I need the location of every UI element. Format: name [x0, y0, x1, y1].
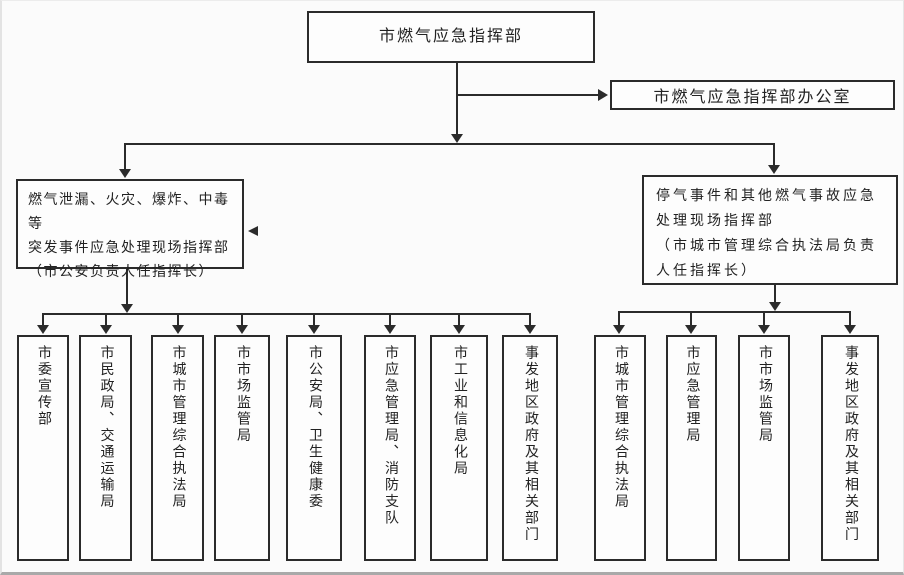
dept-label: 市公安局、卫生健康委	[307, 345, 322, 510]
dept-box-market-reg-left: 市市场监管局	[214, 335, 270, 561]
dept-label: 事发地区政府及其相关部门	[523, 345, 538, 543]
dept-box-local-gov-right: 事发地区政府及其相关部门	[821, 335, 879, 561]
connector-office-branch	[457, 89, 608, 101]
dept-box-publicity: 市委宣传部	[17, 335, 69, 561]
dept-label: 市城市管理综合执法局	[613, 345, 628, 510]
dept-box-emergency-right: 市应急管理局	[666, 335, 717, 561]
dept-box-urban-mgmt-right: 市城市管理综合执法局	[594, 335, 646, 561]
node-hq-office: 市燃气应急指挥部办公室	[610, 80, 895, 110]
dept-box-local-gov-left: 事发地区政府及其相关部门	[502, 335, 558, 561]
dept-label: 市民政局、交通运输局	[98, 345, 114, 510]
connector-right-bus	[613, 285, 856, 334]
node-outage-incident-command: 停气事件和其他燃气事故应急 处理现场指挥部 （市城市管理综合执法局负责 人任指挥…	[642, 175, 898, 285]
dept-box-police-health: 市公安局、卫生健康委	[286, 335, 342, 561]
dept-box-industry-info: 市工业和信息化局	[430, 335, 488, 561]
dept-label: 市市场监管局	[235, 345, 250, 444]
dept-label: 市应急管理局、消防支队	[383, 345, 398, 527]
dept-box-civil-transport: 市民政局、交通运输局	[79, 335, 132, 561]
connector-tier1-bus	[119, 143, 780, 178]
dept-label: 市委宣传部	[36, 345, 51, 428]
left-command-pointer-icon	[248, 226, 258, 236]
dept-label: 市市场监管局	[757, 345, 772, 444]
dept-label: 市城市管理综合执法局	[170, 345, 186, 510]
dept-label: 市应急管理局	[684, 345, 700, 444]
connector-root-stem	[451, 63, 463, 143]
dept-box-market-reg-right: 市市场监管局	[738, 335, 790, 561]
dept-box-emergency-fire: 市应急管理局、消防支队	[364, 335, 416, 561]
dept-box-urban-mgmt-left: 市城市管理综合执法局	[151, 335, 204, 561]
dept-label: 市工业和信息化局	[452, 345, 467, 477]
node-leak-incident-command: 燃气泄漏、火灾、爆炸、中毒等 突发事件应急处理现场指挥部 （市公安负责人任指挥长…	[16, 179, 244, 280]
node-gas-emergency-hq: 市燃气应急指挥部	[307, 11, 595, 63]
dept-label: 事发地区政府及其相关部门	[843, 345, 858, 543]
